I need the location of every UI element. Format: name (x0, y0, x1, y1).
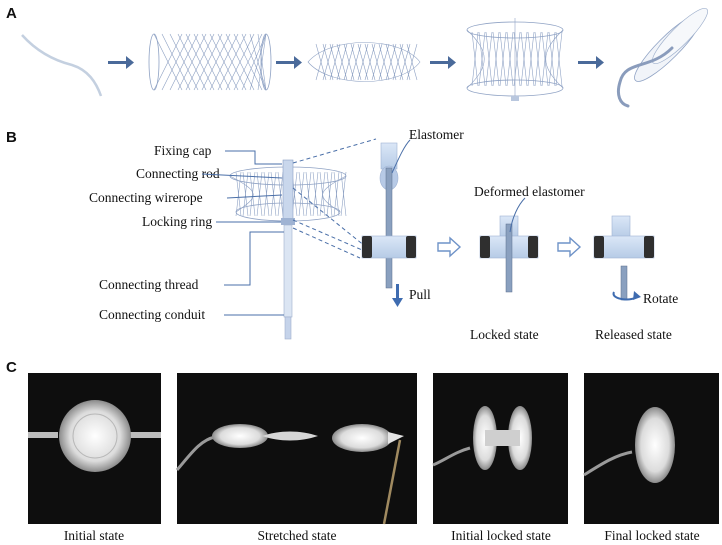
locked-detail (479, 215, 539, 293)
connecting-conduit (283, 224, 293, 318)
deformed-leader (509, 197, 526, 233)
panel-letter-a: A (6, 5, 17, 22)
hourglass-mesh (466, 18, 564, 101)
hollow-arrow-2 (557, 236, 582, 258)
label-pull: Pull (409, 287, 431, 302)
occluder-mesh-b (229, 166, 347, 222)
panel-letter-b: B (6, 129, 17, 146)
caption-initial-state: Initial state (64, 528, 124, 543)
panel-letter-c: C (6, 359, 17, 376)
caption-final-locked-state: Final locked state (604, 528, 699, 543)
connecting-rod (282, 159, 294, 225)
label-connecting-rod: Connecting rod (136, 166, 220, 181)
label-fixing-cap: Fixing cap (154, 143, 212, 158)
label-released-state: Released state (595, 327, 672, 342)
label-deformed-elastomer: Deformed elastomer (474, 184, 585, 199)
arrow-a2 (276, 56, 302, 69)
elastomer-detail (361, 142, 417, 289)
label-connecting-wirerope: Connecting wirerope (89, 190, 203, 205)
spindle-mesh (307, 42, 421, 82)
arrow-a3 (430, 56, 456, 69)
released-detail (593, 215, 655, 301)
label-connecting-thread: Connecting thread (99, 277, 199, 292)
label-elastomer: Elastomer (409, 127, 464, 142)
photo-initial-state (28, 373, 161, 524)
label-connecting-conduit: Connecting conduit (99, 307, 205, 322)
photo-final-locked-state (583, 373, 719, 524)
pull-arrow (392, 284, 403, 307)
label-locking-ring: Locking ring (142, 214, 212, 229)
cylinder-mesh (148, 33, 272, 91)
elastomer-leader (391, 139, 411, 174)
guidewire (21, 34, 103, 97)
caption-initial-locked-state: Initial locked state (451, 528, 551, 543)
hollow-arrow-1 (437, 236, 462, 258)
deployed-occluder (616, 8, 708, 108)
zoom-lines (292, 138, 377, 259)
arrow-a1 (108, 56, 134, 69)
caption-stretched-state: Stretched state (257, 528, 336, 543)
conduit-end (284, 316, 292, 340)
label-locked-state: Locked state (470, 327, 539, 342)
rotate-arrow (612, 291, 641, 301)
leader-lines (201, 150, 284, 316)
locking-ring (281, 218, 295, 225)
label-rotate: Rotate (643, 291, 678, 306)
photo-initial-locked-state (432, 373, 568, 524)
arrow-a4 (578, 56, 604, 69)
photo-stretched-state (175, 373, 417, 525)
